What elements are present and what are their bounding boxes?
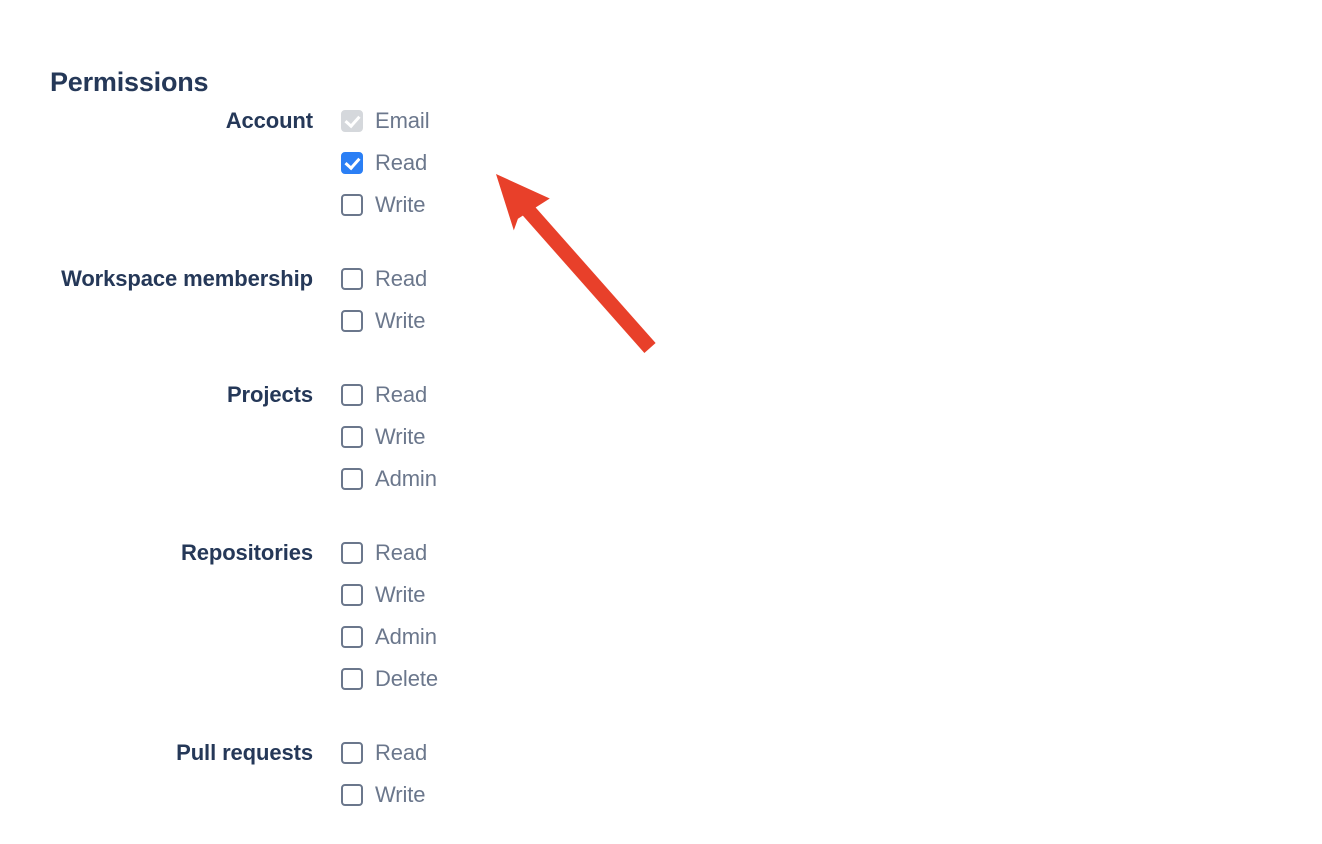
- permission-group-runners: RunnersReadWrite: [661, 638, 1322, 722]
- checkbox-label: Email: [375, 108, 430, 133]
- checkbox-email: [341, 110, 363, 132]
- permission-group-label: Repositories: [180, 540, 313, 565]
- checkbox-read[interactable]: [341, 742, 363, 764]
- permissions-column-right: IssuesReadWriteWikisRead and writeSnippe…: [661, 100, 1322, 722]
- permission-option-row[interactable]: Admin: [341, 616, 661, 658]
- checkbox-write[interactable]: [341, 784, 363, 806]
- checkbox-label: Read: [375, 740, 428, 765]
- permission-group-label: Account: [225, 108, 313, 133]
- permission-option-row[interactable]: Email: [341, 100, 661, 142]
- permission-option-row[interactable]: Admin: [341, 458, 661, 500]
- checkbox-label: Write: [375, 782, 426, 807]
- checkbox-label: Read: [375, 150, 428, 175]
- permission-option-row[interactable]: Write: [341, 574, 661, 616]
- checkbox-read[interactable]: [341, 384, 363, 406]
- permission-option-row[interactable]: Read: [341, 532, 661, 574]
- permission-group-label: Snippets: [661, 290, 1322, 332]
- permission-group-label: Issues: [661, 100, 1322, 142]
- permission-group-label: Pull requests: [176, 740, 313, 765]
- checkbox-read[interactable]: [341, 542, 363, 564]
- permission-group-label: Wikis: [661, 216, 1322, 258]
- permission-option-row[interactable]: Write: [341, 300, 661, 342]
- permission-option-row[interactable]: Write: [341, 184, 661, 226]
- checkbox-write[interactable]: [341, 310, 363, 332]
- permission-group-pipelines: PipelinesReadWriteEdit variables: [661, 480, 1322, 606]
- permission-option-row[interactable]: Read: [341, 258, 661, 300]
- checkbox-label: Admin: [375, 466, 437, 491]
- checkbox-label: Admin: [375, 624, 437, 649]
- permission-option-row[interactable]: Read: [341, 732, 661, 774]
- page-title: Permissions: [50, 67, 209, 98]
- checkbox-write[interactable]: [341, 584, 363, 606]
- permission-group-snippets: SnippetsReadWrite: [661, 290, 1322, 374]
- checkbox-admin[interactable]: [341, 626, 363, 648]
- checkbox-label: Write: [375, 424, 426, 449]
- permission-group-label: Pipelines: [661, 480, 1322, 522]
- checkbox-read[interactable]: [341, 268, 363, 290]
- permission-group-label: Runners: [661, 638, 1322, 680]
- checkbox-label: Delete: [375, 666, 438, 691]
- permission-option-row[interactable]: Delete: [341, 658, 661, 700]
- permission-group-webhooks: WebhooksRead and write: [661, 406, 1322, 448]
- checkbox-read[interactable]: [341, 152, 363, 174]
- permission-group-issues: IssuesReadWrite: [661, 100, 1322, 184]
- permission-group-wikis: WikisRead and write: [661, 216, 1322, 258]
- checkbox-write[interactable]: [341, 426, 363, 448]
- checkbox-label: Write: [375, 192, 426, 217]
- checkbox-label: Read: [375, 540, 428, 565]
- checkbox-label: Read: [375, 266, 428, 291]
- permission-option-row[interactable]: Read: [341, 374, 661, 416]
- permission-option-row[interactable]: Write: [341, 416, 661, 458]
- permission-option-row[interactable]: Read: [341, 142, 661, 184]
- checkbox-admin[interactable]: [341, 468, 363, 490]
- checkbox-delete[interactable]: [341, 668, 363, 690]
- checkbox-label: Write: [375, 582, 426, 607]
- checkbox-label: Read: [375, 382, 428, 407]
- permission-option-row[interactable]: Write: [341, 774, 661, 816]
- permission-group-label: Workspace membership: [61, 266, 313, 291]
- checkbox-write[interactable]: [341, 194, 363, 216]
- checkbox-label: Write: [375, 308, 426, 333]
- permission-group-label: Projects: [226, 382, 313, 407]
- permission-group-label: Webhooks: [661, 406, 1322, 448]
